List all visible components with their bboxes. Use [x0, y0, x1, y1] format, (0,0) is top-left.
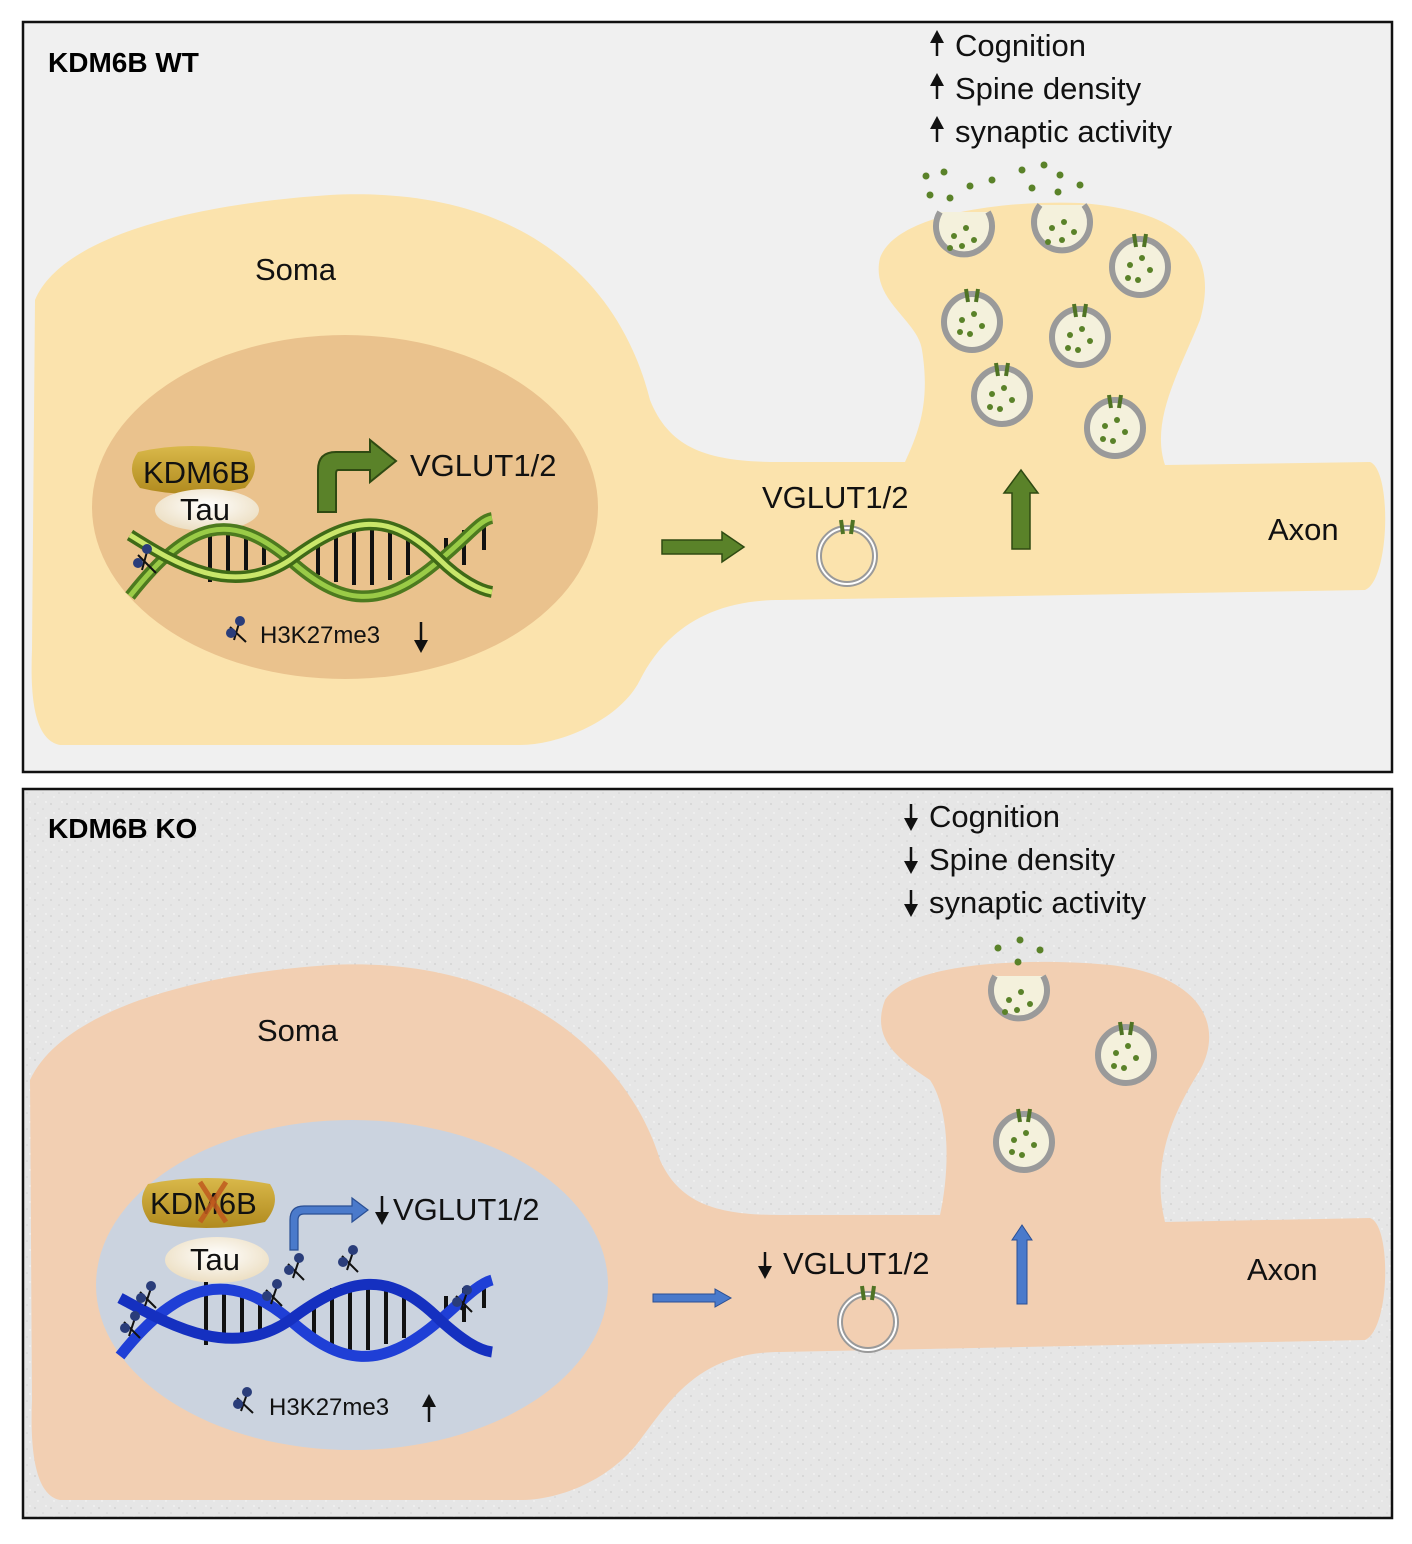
wt-effects-list: Cognition Spine density synaptic activit…	[930, 28, 1173, 149]
wt-vesicle-label: VGLUT1/2	[762, 480, 908, 515]
wt-effect-arrow-3	[930, 116, 944, 142]
wt-nucleus	[92, 335, 598, 679]
ko-effect-arrow-2	[904, 847, 918, 874]
ko-transcription-arrow	[289, 1196, 369, 1251]
ko-effect-1: Cognition	[929, 799, 1060, 834]
ko-effect-2: Spine density	[929, 842, 1116, 877]
wt-gene-label: VGLUT1/2	[410, 448, 556, 483]
ko-kdm6b-blob	[141, 1178, 275, 1228]
ko-spine-vesicles	[988, 936, 1157, 1173]
wt-dna-helix	[125, 512, 494, 603]
ko-axon-label: Axon	[1247, 1252, 1318, 1287]
wt-effect-arrow-2	[930, 73, 944, 99]
wt-histone-down-arrow	[414, 622, 428, 653]
ko-axon-vesicle	[837, 1285, 899, 1353]
wt-transport-arrow	[661, 530, 746, 564]
wt-transcription-arrow	[317, 437, 398, 513]
wt-tau-blob	[155, 489, 259, 531]
ko-methyl-marks	[120, 1245, 473, 1339]
ko-transport-arrow	[652, 1288, 733, 1308]
ko-histone-legend-icon	[233, 1387, 254, 1414]
ko-gene-down-arrow	[375, 1196, 389, 1225]
wt-spine-vesicles	[922, 161, 1171, 459]
wt-effect-arrow-1	[930, 30, 944, 56]
ko-effect-3: synaptic activity	[929, 885, 1147, 920]
ko-soma-label: Soma	[257, 1013, 339, 1048]
panel-ko-title: KDM6B KO	[48, 813, 197, 844]
wt-axon-label: Axon	[1268, 512, 1339, 547]
ko-histone-label: H3K27me3	[269, 1394, 389, 1421]
wt-tau-label: Tau	[180, 492, 230, 527]
ko-effects-list: Cognition Spine density synaptic activit…	[904, 799, 1147, 920]
wt-effect-2: Spine density	[955, 71, 1142, 106]
wt-release-arrow	[1002, 468, 1040, 550]
panel-wt-title: KDM6B WT	[48, 47, 199, 78]
ko-vesicle-down-arrow	[758, 1252, 772, 1279]
ko-tau-label: Tau	[190, 1242, 240, 1277]
ko-vesicle-label: VGLUT1/2	[783, 1246, 929, 1281]
wt-effect-1: Cognition	[955, 28, 1086, 63]
wt-histone-legend-icon	[226, 616, 247, 643]
wt-kdm6b-blob	[131, 446, 255, 494]
wt-histone-label: H3K27me3	[260, 622, 380, 649]
wt-soma-label: Soma	[255, 252, 337, 287]
ko-effect-arrow-3	[904, 890, 918, 917]
panel-ko: KDM6B KO Soma Axon KDM6B Tau	[21, 787, 1394, 1520]
wt-axon-vesicle	[816, 519, 878, 587]
panel-wt: KDM6B WT Soma Axon KDM6B Tau	[21, 20, 1394, 774]
wt-methyl-mark	[133, 544, 157, 574]
ko-tau-blob	[165, 1237, 269, 1283]
ko-knockout-x-icon	[197, 1180, 229, 1224]
ko-effect-arrow-1	[904, 804, 918, 831]
ko-histone-up-arrow	[422, 1394, 436, 1422]
wt-kdm6b-label: KDM6B	[143, 455, 250, 490]
ko-gene-label: VGLUT1/2	[393, 1192, 539, 1227]
ko-release-arrow	[1011, 1224, 1033, 1305]
wt-effect-3: synaptic activity	[955, 114, 1173, 149]
